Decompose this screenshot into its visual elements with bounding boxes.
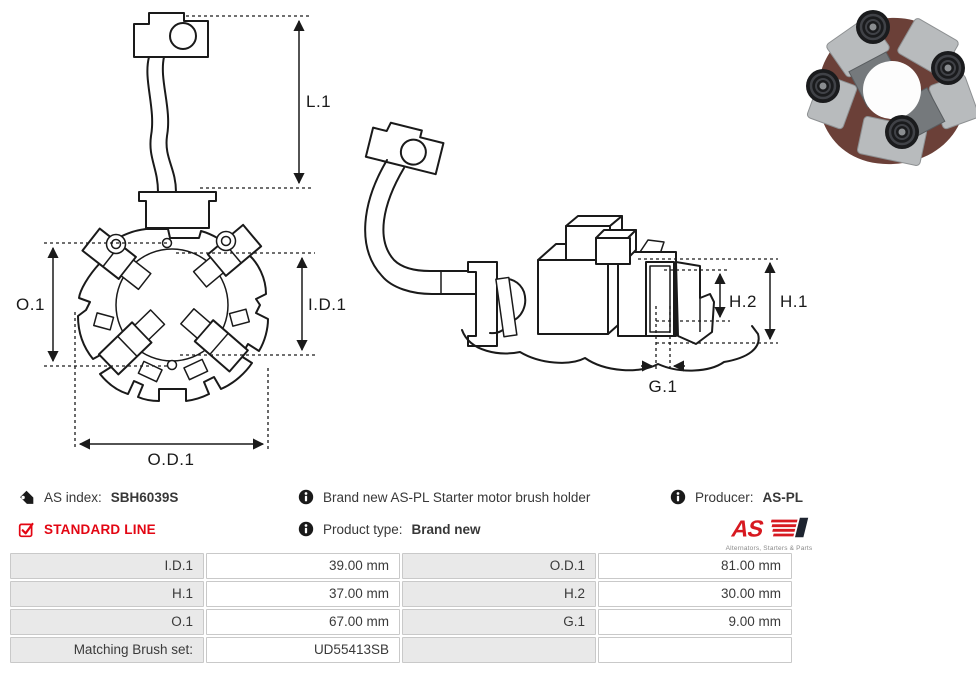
lead-wire	[146, 56, 159, 193]
as-pl-logo-tagline: Alternators, Starters & Parts	[725, 545, 813, 552]
front-view-drawing	[77, 12, 269, 402]
dim-label-l1: L.1	[306, 92, 331, 111]
side-view-dimensions: H.2 H.1 G.1	[638, 258, 808, 396]
dim-label-h2: H.2	[729, 292, 757, 311]
spec-label: H.2	[402, 581, 596, 607]
spec-label: O.1	[10, 609, 204, 635]
product-photo	[806, 10, 976, 166]
dim-label-od1: O.D.1	[148, 450, 195, 469]
product-type-line: Product type: Brand new	[298, 519, 663, 539]
right-hook	[675, 261, 715, 345]
front-view-dimensions: L.1 O.1 I.D.1 O.D.1	[16, 15, 346, 469]
spec-value: 81.00 mm	[598, 553, 792, 579]
table-row: I.D.1 39.00 mm O.D.1 81.00 mm	[10, 553, 792, 579]
spec-label	[402, 637, 596, 663]
producer-label: Producer:	[695, 489, 754, 505]
spec-label: O.D.1	[402, 553, 596, 579]
spec-value: 30.00 mm	[598, 581, 792, 607]
plate-tab	[93, 312, 115, 331]
photo-springs	[806, 10, 965, 149]
standard-line-label: STANDARD LINE	[44, 521, 156, 537]
dim-label-g1: G.1	[649, 377, 678, 396]
spec-value: 37.00 mm	[206, 581, 400, 607]
info-icon	[670, 489, 686, 505]
as-pl-logo-text: AS	[729, 516, 766, 541]
info-icon	[298, 489, 314, 505]
as-index-label: AS index:	[44, 489, 102, 505]
pin-hole	[166, 359, 178, 371]
product-type-label: Product type:	[323, 521, 403, 537]
spec-value	[598, 637, 792, 663]
spec-value: 67.00 mm	[206, 609, 400, 635]
photo-center-bore	[863, 61, 921, 119]
table-row: Matching Brush set: UD55413SB	[10, 637, 792, 663]
technical-drawing: L.1 O.1 I.D.1 O.D.1	[16, 10, 976, 469]
brush-box	[180, 308, 249, 373]
spec-value: 39.00 mm	[206, 553, 400, 579]
spec-table: I.D.1 39.00 mm O.D.1 81.00 mm H.1 37.00 …	[10, 553, 792, 665]
as-pl-logo: AS Alternators, Starters & Parts	[714, 515, 824, 552]
brush-element-inner	[649, 265, 671, 333]
terminal-hole	[169, 22, 197, 50]
spec-label: Matching Brush set:	[10, 637, 204, 663]
product-type-value: Brand new	[411, 521, 481, 537]
table-row: H.1 37.00 mm H.2 30.00 mm	[10, 581, 792, 607]
producer-value: AS-PL	[762, 489, 804, 505]
dim-label-o1: O.1	[16, 295, 45, 314]
as-index-line: AS index: SBH6039S	[18, 487, 293, 507]
lead-connector	[138, 191, 217, 229]
spec-label: I.D.1	[10, 553, 204, 579]
body-rib	[495, 276, 518, 338]
spec-label: G.1	[402, 609, 596, 635]
body-contour	[489, 277, 527, 335]
terminal-hole-side	[399, 138, 427, 166]
dim-label-h1: H.1	[780, 292, 808, 311]
info-icon	[298, 521, 314, 537]
plate-tab	[228, 308, 251, 327]
screw-boss	[110, 238, 122, 250]
spec-label: H.1	[10, 581, 204, 607]
screw-boss	[220, 235, 232, 247]
dim-label-id1: I.D.1	[308, 295, 346, 314]
description-line: Brand new AS-PL Starter motor brush hold…	[298, 487, 663, 507]
lead-wire-side	[364, 159, 477, 295]
left-box-front	[537, 259, 609, 335]
description-text: Brand new AS-PL Starter motor brush hold…	[323, 489, 591, 505]
checkbox-checked-icon	[18, 521, 35, 538]
standard-line: STANDARD LINE	[18, 519, 293, 539]
plate-tab	[183, 358, 209, 381]
brush-box	[97, 309, 166, 376]
product-info-band: AS index: SBH6039S STANDARD LINE Brand n…	[0, 487, 976, 552]
right-top-box	[595, 237, 631, 265]
lead-wire	[161, 56, 177, 193]
body-base	[461, 325, 760, 372]
spec-value: 9.00 mm	[598, 609, 792, 635]
producer-line: Producer: AS-PL	[670, 487, 970, 507]
as-index-value: SBH6039S	[110, 489, 179, 505]
lead-wire-side	[382, 167, 477, 272]
spec-value: UD55413SB	[206, 637, 400, 663]
side-view-drawing	[364, 121, 760, 372]
tag-icon	[18, 489, 35, 506]
table-row: O.1 67.00 mm G.1 9.00 mm	[10, 609, 792, 635]
